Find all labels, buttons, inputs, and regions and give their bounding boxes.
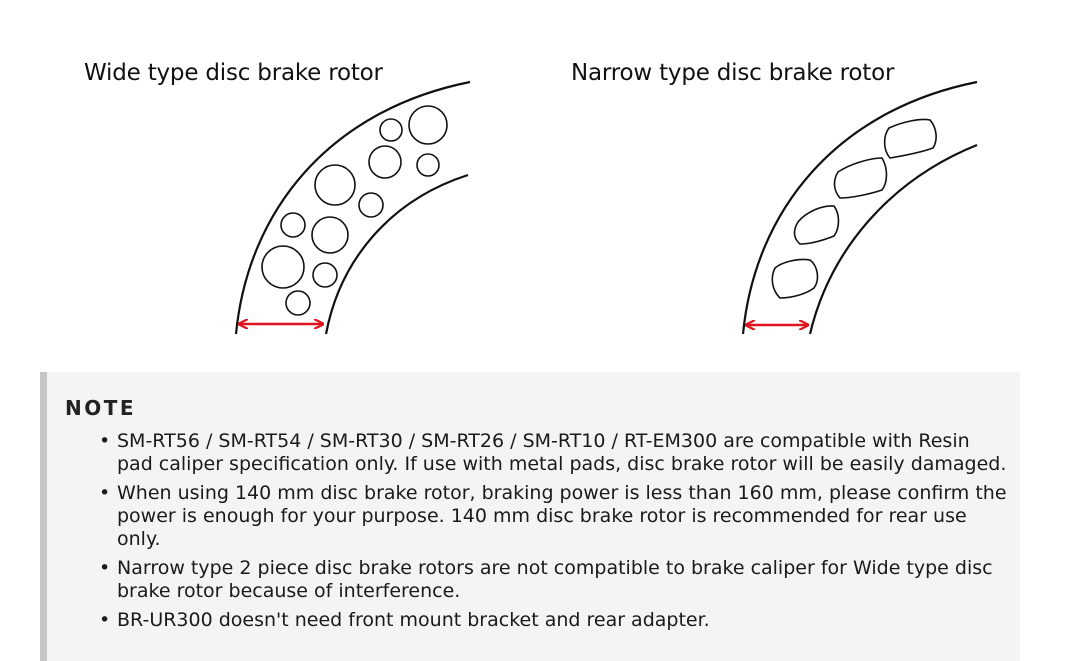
note-title: NOTE (65, 396, 137, 420)
note-item-text: When using 140 mm disc brake rotor, brak… (117, 482, 1007, 550)
note-item-text: Narrow type 2 piece disc brake rotors ar… (117, 557, 993, 602)
rotor-hole (314, 164, 356, 206)
note-item-140mm: • When using 140 mm disc brake rotor, br… (97, 482, 1007, 551)
rotor-hole (311, 216, 349, 254)
bullet-icon: • (99, 557, 111, 579)
narrow-rotor-outer-edge (741, 80, 978, 335)
note-item-br-ur300: • BR-UR300 doesn't need front mount brac… (97, 609, 1007, 632)
note-box: NOTE • SM-RT56 / SM-RT54 / SM-RT30 / SM-… (40, 372, 1020, 661)
rotor-slot (793, 205, 840, 245)
rotor-hole (408, 105, 448, 145)
rotor-hole (280, 212, 306, 238)
rotor-hole (261, 245, 305, 289)
bullet-icon: • (99, 609, 111, 631)
note-item-resin-pads: • SM-RT56 / SM-RT54 / SM-RT30 / SM-RT26 … (97, 430, 1007, 476)
rotor-slot (771, 258, 819, 299)
note-item-narrow-compatibility: • Narrow type 2 piece disc brake rotors … (97, 557, 1007, 603)
note-item-text: SM-RT56 / SM-RT54 / SM-RT30 / SM-RT26 / … (117, 430, 1007, 475)
rotor-hole (368, 145, 402, 179)
rotor-hole (285, 290, 311, 316)
wide-rotor-label: Wide type disc brake rotor (84, 60, 383, 86)
rotor-hole (312, 262, 338, 288)
note-item-text: BR-UR300 doesn't need front mount bracke… (117, 609, 710, 631)
wide-rotor-outer-edge (234, 80, 471, 335)
wide-rotor-diagram (234, 80, 471, 335)
rotor-hole (416, 153, 440, 177)
narrow-rotor-slots (771, 118, 937, 299)
rotor-slot (833, 157, 888, 199)
note-list: • SM-RT56 / SM-RT54 / SM-RT30 / SM-RT26 … (97, 430, 1007, 638)
rotor-slot (883, 118, 937, 159)
narrow-rotor-label: Narrow type disc brake rotor (571, 60, 895, 86)
bullet-icon: • (99, 430, 111, 452)
rotor-hole (358, 192, 384, 218)
wide-rotor-inner-edge (324, 173, 469, 335)
narrow-rotor-diagram (741, 80, 978, 335)
narrow-rotor-inner-edge (808, 143, 978, 335)
bullet-icon: • (99, 482, 111, 504)
rotor-hole (379, 118, 403, 142)
wide-rotor-holes (261, 105, 448, 316)
